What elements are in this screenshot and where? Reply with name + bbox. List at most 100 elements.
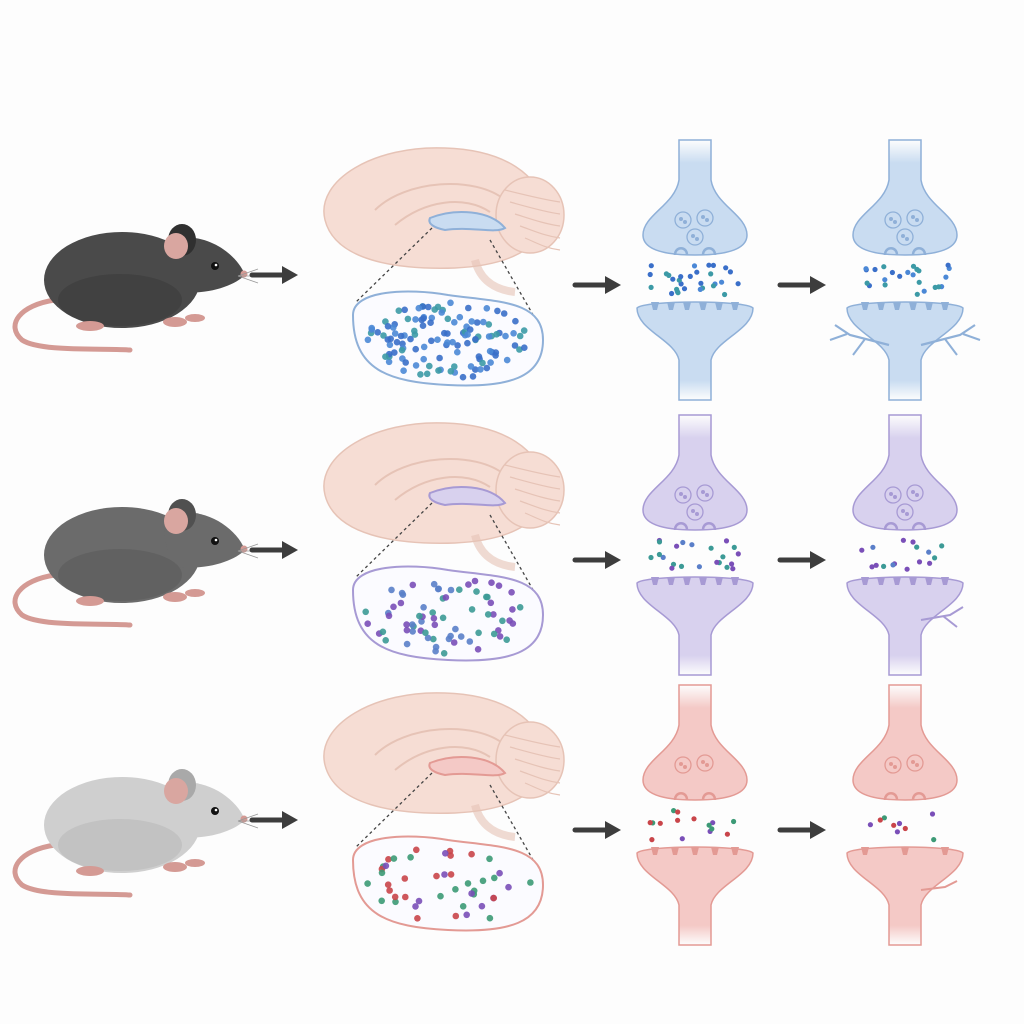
neuron-dot xyxy=(473,588,480,595)
neurotransmitter-dot xyxy=(881,815,888,821)
neuron-dot xyxy=(500,310,508,317)
neuron-dot xyxy=(451,319,458,326)
neuron-dot xyxy=(459,373,467,381)
synapse-diagram xyxy=(846,684,964,946)
neuron-dot xyxy=(466,638,474,645)
neuron-dot xyxy=(417,371,424,378)
release-site xyxy=(911,247,927,256)
cerebellum xyxy=(495,721,565,799)
neuron-dot xyxy=(423,370,431,378)
neurotransmitters xyxy=(648,537,741,572)
receptor xyxy=(715,577,723,585)
neurotransmitter-dot xyxy=(881,563,887,570)
presynaptic-terminal xyxy=(852,414,958,531)
neuron-dot xyxy=(492,352,499,359)
arrow-icon xyxy=(249,541,298,559)
receptor xyxy=(901,847,909,855)
row-3 xyxy=(12,684,964,946)
neurotransmitter-dot xyxy=(863,266,869,272)
neuron-dot xyxy=(391,349,398,356)
neuron-dot xyxy=(472,336,479,343)
neuron-dot xyxy=(484,611,492,618)
neuron-dot xyxy=(385,612,393,620)
neurotransmitter-dot xyxy=(932,555,938,561)
neuron-dot xyxy=(409,628,417,635)
neuron-dot xyxy=(424,634,432,642)
neurotransmitter-dot xyxy=(896,820,903,827)
neuron-dot xyxy=(468,890,475,897)
neuron-dot xyxy=(382,637,390,644)
neuron-dot xyxy=(468,850,475,858)
neurotransmitter-dot xyxy=(714,559,720,565)
receptor xyxy=(667,577,675,585)
receptor xyxy=(667,302,675,310)
neuron-dot xyxy=(386,887,393,894)
arrow-icon xyxy=(249,266,298,284)
release-site xyxy=(701,792,717,801)
vesicle-cluster xyxy=(906,209,924,227)
neuron-dot xyxy=(386,341,394,349)
cerebellum xyxy=(495,176,565,254)
neuron-dot xyxy=(503,356,511,364)
neuron-dot xyxy=(491,874,498,882)
receptor xyxy=(909,577,917,585)
receptor xyxy=(909,302,917,310)
receptor xyxy=(861,847,869,855)
neuron-dot xyxy=(478,902,486,910)
receptor xyxy=(861,577,869,585)
neuron-dot xyxy=(483,364,491,372)
neuron-dot xyxy=(490,894,498,902)
vesicle-cluster xyxy=(884,756,902,774)
neuron-dot xyxy=(456,586,463,593)
neuron-dot xyxy=(454,342,461,349)
neurotransmitter-dot xyxy=(680,539,686,546)
receptor xyxy=(691,847,699,855)
neurotransmitter-dot xyxy=(706,262,712,268)
neurotransmitter-dot xyxy=(671,808,677,814)
neurotransmitter-dot xyxy=(735,281,741,287)
neuron-dot xyxy=(362,608,370,616)
neuron-dot xyxy=(438,309,446,316)
neurotransmitter-dot xyxy=(691,816,697,822)
neurotransmitter-dot xyxy=(929,811,936,817)
neuron-dot xyxy=(467,363,475,370)
neuron-dot xyxy=(454,348,461,356)
neuron-dot xyxy=(485,333,493,340)
neurotransmitter-dot xyxy=(679,836,685,842)
neurotransmitter-dot xyxy=(723,265,729,271)
neurotransmitter-dot xyxy=(709,826,715,832)
neuron-dot xyxy=(452,886,459,893)
neuron-dot xyxy=(503,636,511,643)
neurotransmitter-dot xyxy=(914,291,920,297)
brain-sagittal-icon xyxy=(323,147,565,296)
neurotransmitter-dot xyxy=(729,561,735,567)
neurotransmitter-dot xyxy=(691,263,698,269)
neuron-dot xyxy=(435,367,442,374)
synapse-diagram xyxy=(846,414,964,676)
neuron-dot xyxy=(402,893,409,901)
postsynaptic-terminal xyxy=(636,301,754,401)
neurotransmitter-dot xyxy=(872,266,878,273)
neuron-dot xyxy=(412,903,419,910)
neuron-dot xyxy=(385,358,393,366)
neurotransmitter-dot xyxy=(869,564,875,570)
neuron-dot xyxy=(407,854,414,861)
neurotransmitter-dot xyxy=(910,272,916,278)
neurotransmitter-dot xyxy=(870,544,876,550)
neuron-dot xyxy=(510,330,517,337)
neuron-dot xyxy=(465,304,472,312)
neuron-dot xyxy=(480,318,487,326)
neuron-dot xyxy=(397,332,405,340)
mouse-icon xyxy=(12,769,259,898)
neuron-dot xyxy=(516,604,524,611)
neuron-dot xyxy=(412,362,420,369)
neuron-dot xyxy=(502,332,509,340)
presynaptic-terminal xyxy=(852,139,958,256)
neuron-dot xyxy=(419,322,427,330)
receptor xyxy=(941,847,949,855)
neuron-dot xyxy=(474,646,482,653)
neurotransmitter-dot xyxy=(904,566,910,572)
neuron-dot xyxy=(496,633,504,640)
neuron-dot xyxy=(459,903,467,910)
neurotransmitter-dot xyxy=(648,554,654,561)
